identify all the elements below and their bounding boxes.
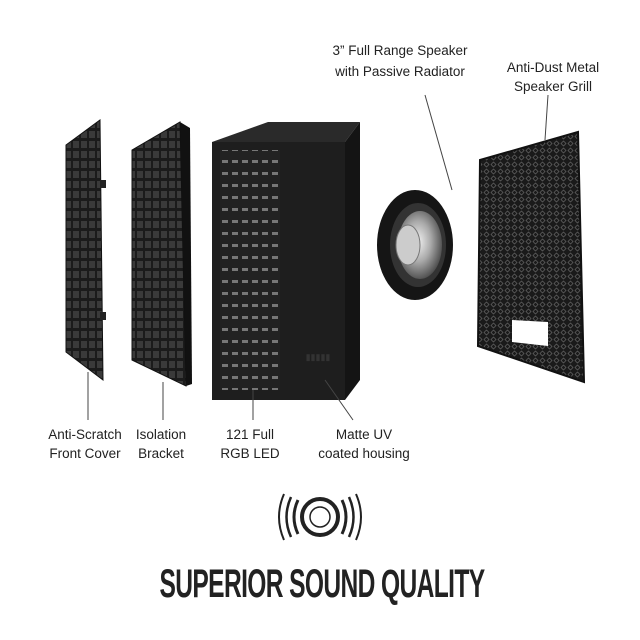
label-speaker-1: 3” Full Range Speaker	[332, 43, 468, 58]
isolation-bracket-part	[131, 121, 192, 387]
sound-waves-icon	[278, 493, 362, 541]
leader-line-housing	[324, 379, 354, 421]
leader-line-grill	[544, 94, 549, 141]
housing-part: ▮▮▮▮▮	[212, 122, 360, 400]
label-led-2: RGB LED	[220, 446, 280, 461]
label-front-cover-1: Anti-Scratch	[48, 427, 122, 442]
front-cover-part	[65, 119, 106, 382]
label-led-1: 121 Full	[226, 427, 274, 442]
label-bracket-1: Isolation	[136, 427, 186, 442]
label-bracket-2: Bracket	[138, 446, 184, 461]
speaker-part	[377, 190, 453, 300]
label-speaker-2: with Passive Radiator	[334, 64, 465, 79]
headline: SUPERIOR SOUND QUALITY	[160, 562, 486, 606]
label-front-cover-2: Front Cover	[49, 446, 121, 461]
label-grill-2: Speaker Grill	[514, 79, 592, 94]
label-grill-1: Anti-Dust Metal	[507, 60, 599, 75]
label-housing-2: coated housing	[318, 446, 410, 461]
label-housing-1: Matte UV	[336, 427, 392, 442]
speaker-grill-part	[476, 130, 586, 384]
leader-line-speaker	[424, 94, 453, 191]
housing-logo: ▮▮▮▮▮	[306, 352, 331, 362]
